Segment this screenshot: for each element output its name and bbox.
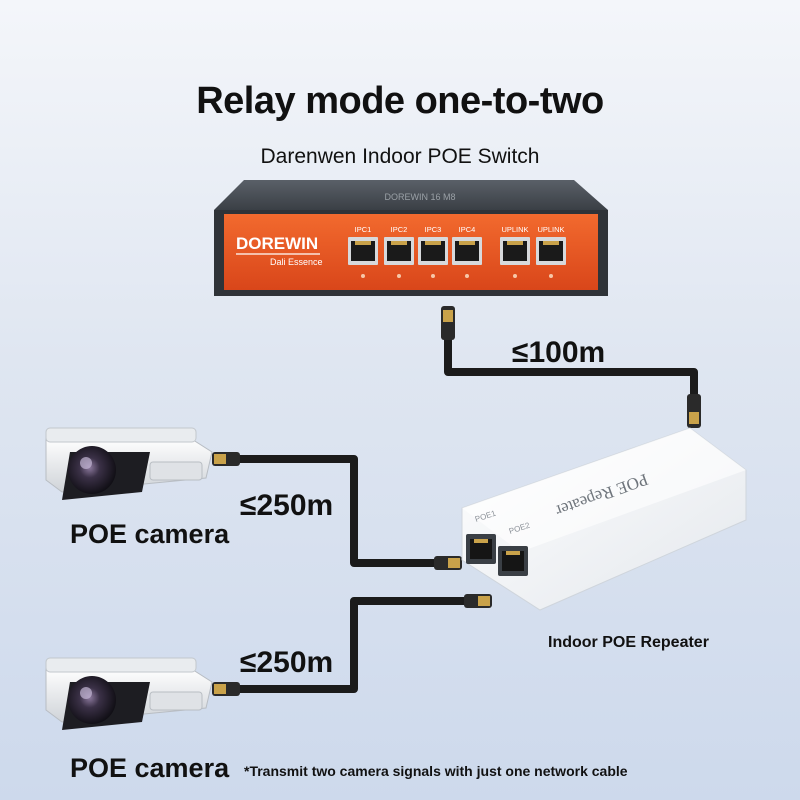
poe-camera-1 xyxy=(45,427,213,500)
switch-port-1: IPC1 xyxy=(348,225,378,278)
cable-switch-to-repeater xyxy=(444,340,698,402)
distance-label-switch: ≤100m xyxy=(512,336,606,369)
diagram-title: Relay mode one-to-two xyxy=(196,80,604,122)
rj45-plug-switch xyxy=(441,306,455,340)
switch-port-label: IPC4 xyxy=(459,225,476,234)
camera-2-label: POE camera xyxy=(70,753,230,783)
switch-port-3: IPC3 xyxy=(418,225,448,278)
rj45-plug-camera-1 xyxy=(212,452,240,466)
footnote: *Transmit two camera signals with just o… xyxy=(244,763,628,779)
switch-port-label: UPLINK xyxy=(501,225,528,234)
switch-brand: DOREWIN xyxy=(236,234,318,253)
switch-port-6: UPLINK xyxy=(536,225,566,278)
switch-port-4: IPC4 xyxy=(452,225,482,278)
switch-port-5: UPLINK xyxy=(500,225,530,278)
rj45-plug-repeater-input xyxy=(687,394,701,428)
repeater-label: Indoor POE Repeater xyxy=(548,634,709,651)
switch-top-text: DOREWIN 16 M8 xyxy=(384,192,455,202)
switch-port-2: IPC2 xyxy=(384,225,414,278)
poe-switch: DOREWIN 16 M8 DOREWIN Dali Essence IPC1 I… xyxy=(214,180,608,296)
switch-port-label: IPC2 xyxy=(391,225,408,234)
poe-repeater: POE Repeater POE1 POE2 xyxy=(461,427,747,611)
rj45-plug-camera-2 xyxy=(212,682,240,696)
cable-repeater-to-camera-2 xyxy=(236,597,470,693)
rj45-plug-repeater-port-2 xyxy=(464,594,492,608)
cable-repeater-to-camera-1 xyxy=(236,455,440,567)
switch-label: Darenwen Indoor POE Switch xyxy=(260,145,540,168)
rj45-plug-repeater-port-1 xyxy=(434,556,462,570)
switch-port-label: IPC1 xyxy=(355,225,372,234)
distance-label-camera-1: ≤250m xyxy=(240,489,334,522)
distance-label-camera-2: ≤250m xyxy=(240,646,334,679)
switch-port-label: UPLINK xyxy=(537,225,564,234)
switch-port-label: IPC3 xyxy=(425,225,442,234)
switch-tagline: Dali Essence xyxy=(270,257,323,267)
poe-camera-2 xyxy=(45,657,213,730)
camera-1-label: POE camera xyxy=(70,519,230,549)
